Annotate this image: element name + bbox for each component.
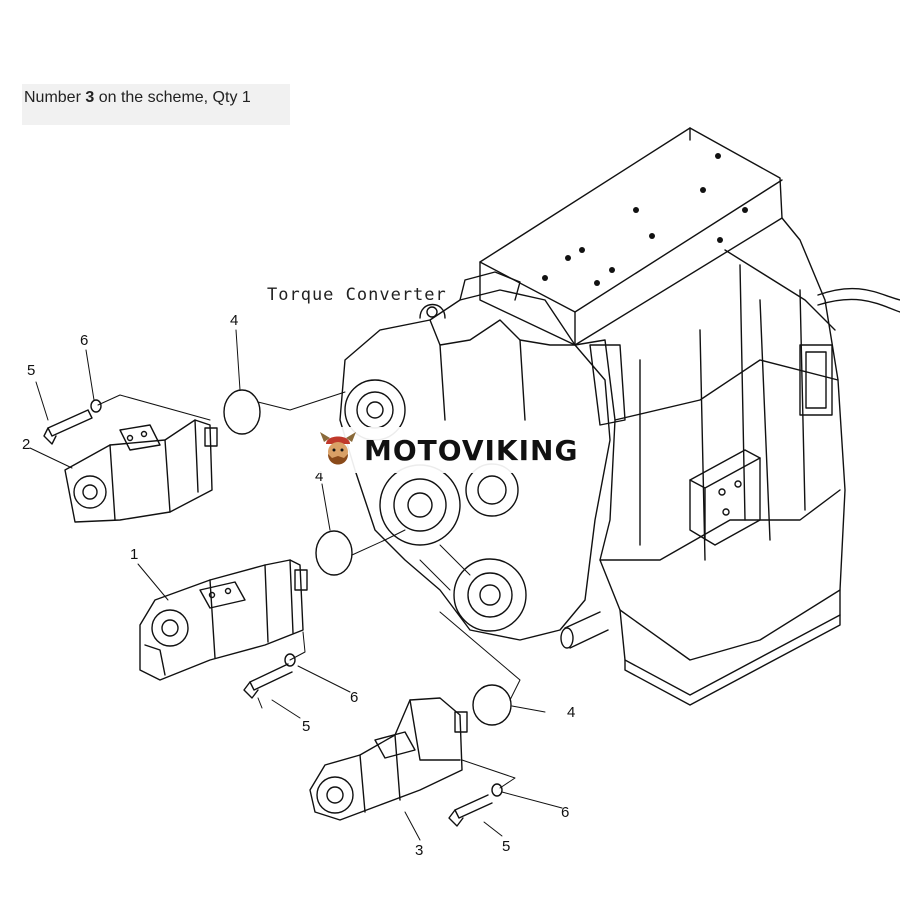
washer-bottom (491, 783, 503, 797)
caption-bar (22, 84, 290, 125)
washer-middle (284, 653, 296, 667)
bolt-top (43, 409, 93, 445)
callout-1: 1 (130, 546, 138, 563)
caption-prefix: Number (24, 89, 86, 106)
callout-5-bottom: 5 (502, 838, 510, 855)
o-ring-top (223, 389, 261, 435)
callout-4-bottom: 4 (567, 704, 575, 721)
callout-2: 2 (22, 436, 30, 453)
washer-top (90, 399, 102, 413)
callout-6-middle: 6 (350, 689, 358, 706)
callout-4-middle: 4 (315, 468, 323, 485)
caption-suffix: on the scheme, Qty 1 (94, 89, 251, 106)
leader-lines (29, 329, 563, 841)
pump-2 (64, 419, 218, 523)
callout-6-top: 6 (80, 332, 88, 349)
torque-converter-label: Torque Converter (267, 285, 447, 305)
callout-4-top: 4 (230, 312, 238, 329)
pump-3 (309, 697, 468, 821)
callout-3: 3 (415, 842, 423, 859)
o-ring-bottom (472, 684, 512, 726)
watermark-text: MOTOVIKING (364, 433, 579, 467)
caption-part-number: 3 (85, 89, 95, 106)
callout-6-bottom: 6 (561, 804, 569, 821)
part-caption: Number 3 on the scheme, Qty 1 (24, 89, 251, 107)
callout-5-top: 5 (27, 362, 35, 379)
transmission-housing (479, 127, 900, 706)
pump-1 (139, 559, 308, 681)
watermark: MOTOVIKING (312, 427, 580, 473)
callout-5-middle: 5 (302, 718, 310, 735)
bolt-middle (243, 663, 293, 699)
bolt-bottom (448, 794, 493, 827)
viking-logo-icon (320, 432, 356, 465)
o-ring-middle (315, 530, 353, 576)
